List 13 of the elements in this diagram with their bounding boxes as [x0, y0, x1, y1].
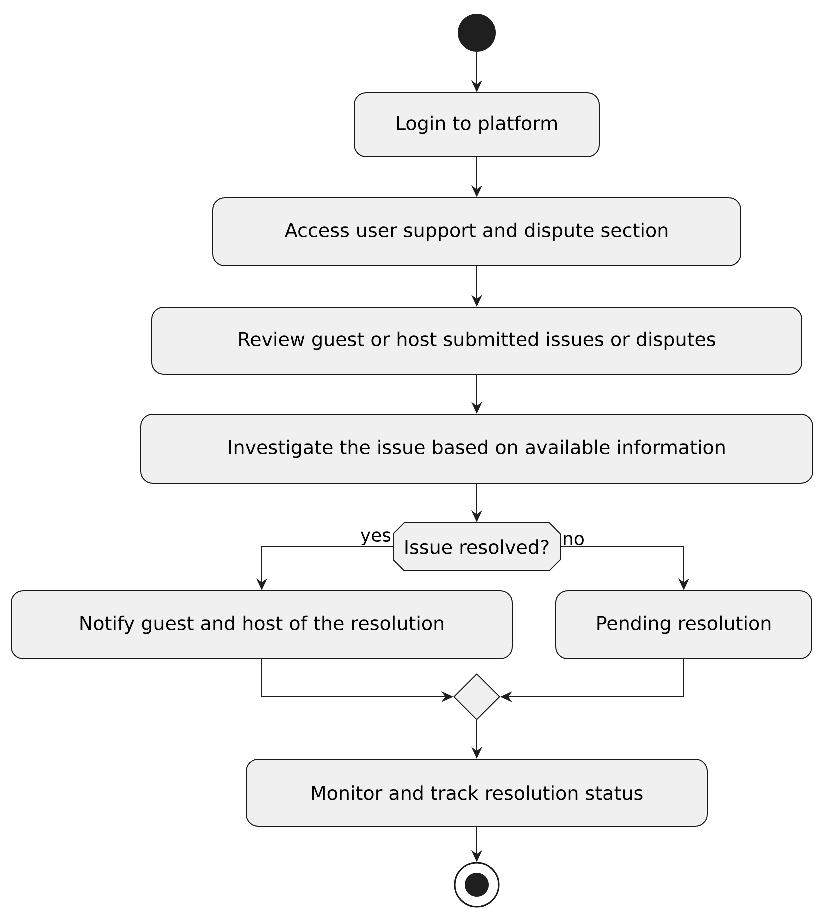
activity-box: Pending resolution — [556, 590, 812, 660]
activity-box: Investigate the issue based on available information — [140, 414, 814, 484]
decision-hexagon: Issue resolved? — [393, 522, 561, 572]
activity-box: Monitor and track resolution status — [246, 759, 708, 827]
activity-box: Notify guest and host of the resolution — [11, 590, 513, 660]
merge-diamond — [454, 674, 500, 720]
edge-label: no — [564, 535, 584, 546]
activity-box: Review guest or host submitted issues or disputes — [152, 307, 802, 375]
start-node — [458, 14, 496, 52]
activity-box: Access user support and dispute section — [212, 198, 742, 266]
edge-label: yes — [360, 532, 391, 546]
end-node — [454, 862, 500, 908]
activity-box: Login to platform — [354, 92, 600, 158]
